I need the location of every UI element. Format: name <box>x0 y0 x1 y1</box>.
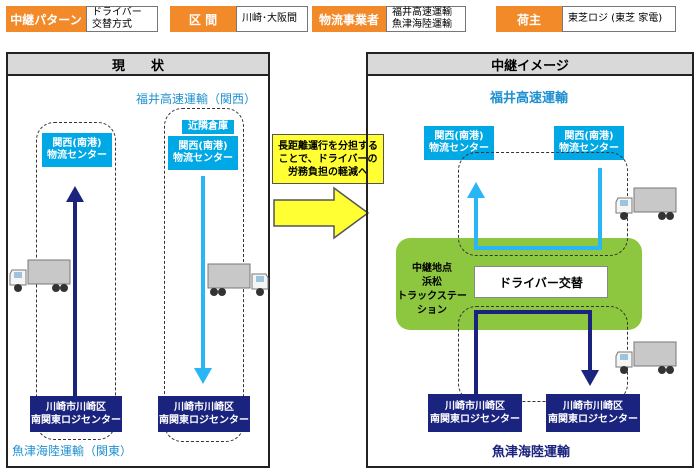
current-kawasaki-right: 川崎市川崎区 南関東ロジセンター <box>158 396 250 432</box>
relay-kawasaki-left: 川崎市川崎区 南関東ロジセンター <box>428 394 522 432</box>
truck-icon <box>207 263 269 296</box>
truck-icon <box>615 341 677 374</box>
big-right-arrow <box>273 186 370 240</box>
truck-icon <box>9 259 71 292</box>
relay-company-top: 福井高速運輸 <box>490 91 569 106</box>
current-warehouse-tag: 近隣倉庫 <box>182 120 234 134</box>
section-label: 区 間 <box>170 6 236 32</box>
current-company-top: 福井高速運輸（関西） <box>136 92 257 106</box>
relay-pattern-value: ドライバー 交替方式 <box>86 6 158 32</box>
relay-title: 中継イメージ <box>368 54 692 76</box>
carrier-label: 物流事業者 <box>312 6 386 32</box>
current-kansai-right: 関西(南港) 物流センター <box>168 136 238 170</box>
relay-pattern-label: 中継パターン <box>6 6 86 32</box>
relay-panel: 中継イメージ <box>366 52 694 468</box>
shipper-value: 東芝ロジ (東芝 家電) <box>562 6 676 32</box>
relay-company-bottom: 魚津海陸運輸 <box>492 445 571 460</box>
section-value: 川崎･大阪間 <box>236 6 308 32</box>
current-title: 現 状 <box>8 54 268 76</box>
current-panel: 現 状 <box>6 52 270 468</box>
carrier-value: 福井高速運輸 魚津海陸運輸 <box>386 6 466 32</box>
relay-point-label: 中継地点 浜松 トラックステーション <box>397 263 467 316</box>
relay-kansai-right: 関西(南港) 物流センター <box>554 126 624 160</box>
current-kansai-left: 関西(南港) 物流センター <box>42 133 112 167</box>
relay-kawasaki-right: 川崎市川崎区 南関東ロジセンター <box>546 394 640 432</box>
driver-swap-box: ドライバー交替 <box>474 266 608 298</box>
relay-kansai-left: 関西(南港) 物流センター <box>424 126 494 160</box>
shipper-label: 荷主 <box>496 6 562 32</box>
truck-icon <box>615 187 677 220</box>
middle-message: 長距離運行を分担する ことで、ドライバーの 労務負担の軽減へ <box>272 134 384 184</box>
current-kawasaki-left: 川崎市川崎区 南関東ロジセンター <box>30 396 122 432</box>
current-company-bottom: 魚津海陸運輸（関東） <box>12 444 133 458</box>
